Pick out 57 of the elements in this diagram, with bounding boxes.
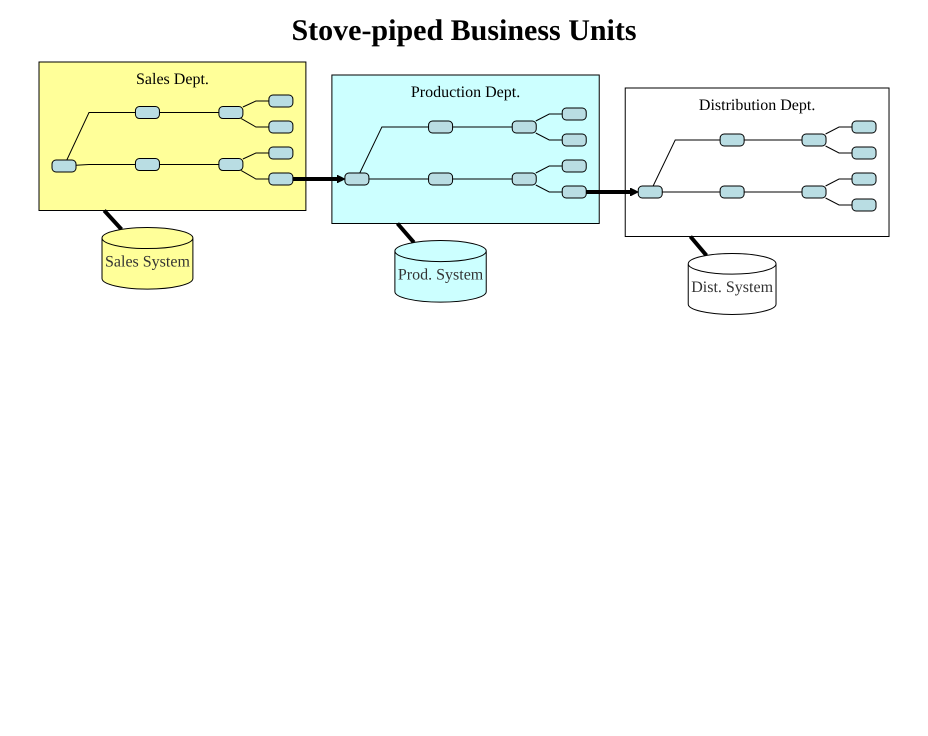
- connector: [158, 164, 220, 166]
- connector: [535, 132, 563, 140]
- node-box: [638, 186, 663, 198]
- node-box: [134, 106, 160, 120]
- node-box: [268, 172, 294, 186]
- connector: [240, 118, 270, 128]
- connector: [535, 166, 563, 174]
- node-box: [562, 186, 587, 198]
- node-box: [344, 172, 370, 186]
- node-box: [268, 120, 294, 134]
- connector: [652, 140, 721, 186]
- connector: [452, 126, 513, 128]
- node-box: [802, 134, 826, 146]
- node-box: [802, 186, 826, 198]
- node-box: [720, 186, 745, 198]
- node-box: [218, 106, 244, 120]
- node-box: [428, 120, 454, 134]
- connector: [242, 100, 270, 108]
- node-box: [852, 172, 876, 186]
- node-box: [562, 160, 587, 172]
- connector: [76, 164, 136, 166]
- cluster: Distribution Dept.: [624, 88, 890, 237]
- arrow: [586, 188, 639, 196]
- cluster: Production Dept.: [331, 74, 600, 224]
- node-box: [268, 146, 294, 160]
- node-box: [218, 158, 244, 172]
- node-box: [268, 94, 294, 108]
- connector: [825, 198, 852, 206]
- node-box: [562, 108, 587, 120]
- connector: [66, 112, 136, 160]
- node-box: [852, 198, 876, 212]
- node-box: [852, 120, 876, 134]
- node-box: [852, 146, 876, 160]
- node-box: [720, 134, 745, 146]
- connector: [535, 114, 563, 122]
- connector: [452, 178, 513, 180]
- arrow: [292, 174, 346, 184]
- node-box: [512, 172, 537, 186]
- connector: [368, 178, 430, 180]
- cluster: Sales Dept.: [38, 62, 306, 211]
- node-box: [512, 120, 537, 134]
- node-box: [52, 160, 76, 172]
- node-box: [428, 172, 454, 186]
- connector: [825, 126, 852, 134]
- diagram-title: Stove-piped Business Units: [290, 14, 638, 48]
- connector: [825, 178, 852, 186]
- connector: [688, 235, 708, 257]
- node-box: [562, 134, 587, 146]
- connector: [359, 126, 430, 174]
- connector: [242, 152, 270, 160]
- connector: [535, 184, 563, 192]
- connector: [240, 170, 270, 180]
- node-box: [134, 158, 160, 172]
- connector: [102, 209, 123, 231]
- connector: [158, 112, 220, 114]
- connector: [825, 146, 852, 154]
- connector: [396, 222, 416, 244]
